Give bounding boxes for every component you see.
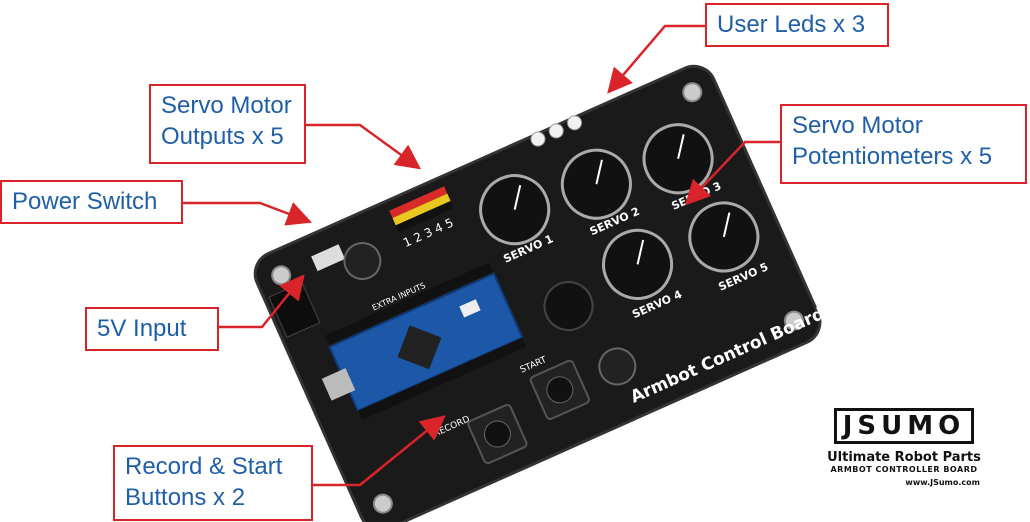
knob-servo-2 — [560, 148, 632, 220]
label-servo-outputs-line1: Servo Motor — [161, 92, 292, 119]
pin-header-bottom — [357, 337, 527, 420]
knob-servo-5 — [688, 201, 760, 273]
user-led — [548, 123, 564, 139]
label-power-switch-text: Power Switch — [12, 188, 158, 215]
usb-port — [321, 368, 356, 401]
label-servo-pots-line2: Potentiometers x 5 — [792, 143, 993, 170]
capacitor — [343, 242, 382, 281]
buzzer — [543, 281, 594, 332]
mount-hole — [372, 493, 393, 514]
pin-header-top — [324, 262, 494, 346]
power-switch-body — [311, 244, 346, 272]
reset-button — [459, 299, 481, 318]
label-5v-input-text: 5V Input — [97, 315, 187, 342]
knob-servo-1 — [479, 174, 551, 246]
pcb — [253, 64, 822, 522]
start-button-cap — [546, 376, 574, 404]
brand-tagline: Ultimate Robot Parts — [827, 450, 981, 465]
capacitor — [598, 347, 637, 386]
label-user-leds-text: User Leds x 3 — [717, 11, 866, 38]
brand-url: www.JSumo.com — [905, 478, 980, 487]
mount-hole — [783, 310, 804, 331]
mcu-chip — [397, 325, 442, 370]
label-buttons-line2: Buttons x 2 — [125, 484, 246, 511]
label-servo-pots: Servo Motor Potentiometers x 5 — [780, 104, 1027, 184]
user-led — [567, 115, 583, 131]
user-led — [530, 131, 546, 147]
label-servo-outputs: Servo Motor Outputs x 5 — [149, 84, 306, 164]
label-user-leds: User Leds x 3 — [705, 3, 889, 47]
jsumo-logo: JSUMO — [833, 408, 975, 444]
brand-subtitle: ARMBOT CONTROLLER BOARD — [830, 465, 978, 474]
brand-block: JSUMO Ultimate Robot Parts ARMBOT CONTRO… — [814, 408, 994, 487]
servo-header-black — [395, 200, 454, 233]
label-buttons-line1: Record & Start — [125, 453, 283, 480]
servo-header-red — [389, 186, 448, 219]
label-5v-input: 5V Input — [85, 307, 219, 351]
label-buttons: Record & Start Buttons x 2 — [113, 445, 313, 521]
label-servo-pots-line1: Servo Motor — [792, 112, 923, 139]
servo-header-yellow — [392, 193, 451, 226]
knob-servo-4 — [602, 228, 674, 300]
record-button-cap — [483, 420, 511, 448]
label-servo-outputs-line2: Outputs x 5 — [161, 123, 284, 150]
label-power-switch: Power Switch — [0, 180, 183, 224]
